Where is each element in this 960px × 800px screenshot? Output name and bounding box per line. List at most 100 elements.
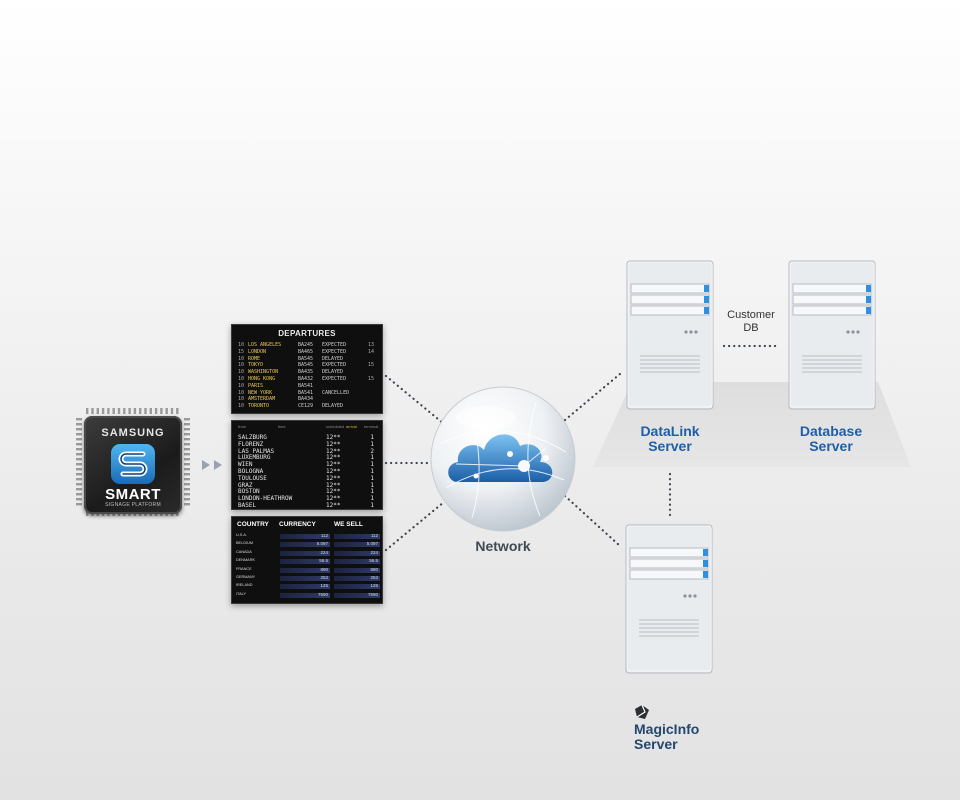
arrivals-cell-terminal: 1 — [370, 495, 374, 503]
departures-cell-city: WASHINGTON — [248, 369, 279, 376]
currency-cell-currency: 56.5 — [319, 558, 328, 564]
arrivals-cell-time: 12** — [326, 454, 341, 462]
smart-signage-chip: SAMSUNG SMART SIGNAGE PLATFORM — [84, 416, 182, 514]
arrivals-header-scheduled: scheduled — [326, 424, 345, 429]
departures-cell-status: DELAYED — [322, 369, 344, 376]
arrivals-header-time: time — [278, 424, 286, 429]
arrivals-row: FLORENZ 12** 1 — [238, 441, 378, 449]
currency-cell-sell: 890 — [370, 566, 378, 572]
magicinfo-label-line2: Server — [634, 736, 678, 752]
arrivals-cell-city: LONDON-HEATHROW — [238, 495, 293, 503]
datalink-server-label: DataLink Server — [626, 424, 714, 454]
currency-cell-currency: 253 — [320, 575, 328, 580]
departures-cell-time: 15 — [368, 376, 375, 382]
currency-bar — [280, 576, 330, 581]
currency-cell-sell: 56.5 — [369, 558, 378, 564]
currency-cell-country: IRELAND — [236, 583, 253, 588]
magicinfo-label-line1: MagicInfo — [634, 721, 700, 737]
departures-cell-status: DELAYED — [322, 355, 344, 362]
arrivals-cell-terminal: 1 — [370, 474, 374, 482]
departures-cell-gate: 10 — [238, 369, 245, 376]
arrivals-cell-time: 12** — [326, 495, 341, 503]
arrivals-header-arrival: arrival — [346, 424, 357, 429]
arrivals-cell-terminal: 1 — [370, 440, 374, 448]
currency-bar — [280, 567, 330, 573]
departures-cell-gate: 10 — [238, 376, 245, 382]
arrivals-cell-city: SALZBURG — [238, 434, 267, 441]
currency-cell-sell: 224 — [370, 549, 378, 555]
departures-cell-status: CANCELLED — [322, 389, 350, 396]
departures-cell-city: NEW YORK — [248, 389, 273, 396]
departures-cell-city: TORONTO — [248, 403, 270, 410]
arrivals-cell-city: FLORENZ — [238, 440, 264, 448]
database-server-icon — [788, 260, 876, 410]
departures-cell-gate: 10 — [238, 389, 245, 396]
departures-cell-flight: BA465 — [298, 348, 314, 355]
departures-cell-time: 13 — [368, 342, 375, 348]
arrivals-cell-terminal: 2 — [370, 447, 374, 455]
currency-cell-country: ITALY — [236, 591, 246, 596]
currency-bar — [334, 559, 380, 565]
magicinfo-logo-icon — [635, 704, 649, 719]
departures-cell-status: EXPECTED — [322, 348, 347, 355]
arrivals-cell-time: 12** — [326, 468, 341, 475]
arrivals-header-from: from — [238, 424, 246, 429]
currency-cell-currency: 112 — [320, 533, 328, 538]
departures-cell-city: ROME — [248, 355, 261, 362]
currency-cell-sell: 125 — [370, 583, 378, 589]
departures-cell-flight: BA245 — [298, 342, 314, 348]
magicinfo-server-icon — [625, 524, 713, 674]
currency-cell-country: U.S.A. — [236, 533, 247, 537]
currency-cell-sell: 253 — [370, 575, 378, 580]
currency-cell-sell: 5.097 — [366, 541, 378, 547]
departures-cell-flight: BA541 — [298, 382, 314, 389]
departures-cell-gate: 10 — [238, 396, 245, 403]
departures-cell-flight: CE129 — [298, 403, 314, 410]
arrivals-cell-time: 12** — [326, 440, 341, 448]
departures-cell-status: EXPECTED — [322, 376, 347, 382]
currency-bar — [334, 592, 380, 598]
chip-product: SMART — [105, 486, 161, 503]
currency-cell-country: CANADA — [236, 549, 252, 554]
arrivals-board: from time scheduled arrival terminal SAL… — [231, 420, 383, 510]
currency-cell-currency: 5.097 — [316, 541, 328, 547]
arrivals-cell-time: 12** — [326, 502, 341, 509]
arrivals-cell-terminal: 1 — [370, 481, 374, 489]
currency-header-currency: CURRENCY — [279, 521, 316, 528]
departures-cell-gate: 10 — [238, 355, 245, 362]
arrivals-cell-terminal: 1 — [370, 488, 374, 496]
currency-bar — [280, 550, 330, 556]
arrivals-cell-terminal: 1 — [370, 461, 374, 469]
departures-cell-flight: BA435 — [298, 369, 314, 376]
arrivals-cell-time: 12** — [326, 481, 341, 489]
currency-cell-sell: 7590 — [367, 591, 378, 597]
departures-cell-time: 15 — [368, 362, 375, 369]
currency-bar — [334, 567, 380, 573]
currency-row: ITALY 7590 7590 — [236, 591, 380, 599]
departures-cell-gate: 10 — [238, 382, 245, 389]
departures-cell-flight: BA545 — [298, 355, 314, 362]
currency-header-country: COUNTRY — [237, 521, 269, 528]
customer-db-line2: DB — [743, 322, 759, 334]
currency-cell-currency: 7590 — [317, 591, 328, 597]
play-arrows-icon — [202, 460, 222, 470]
departures-cell-status: DELAYED — [322, 403, 344, 410]
database-server-label: Database Server — [788, 424, 874, 454]
currency-bar — [280, 592, 330, 598]
